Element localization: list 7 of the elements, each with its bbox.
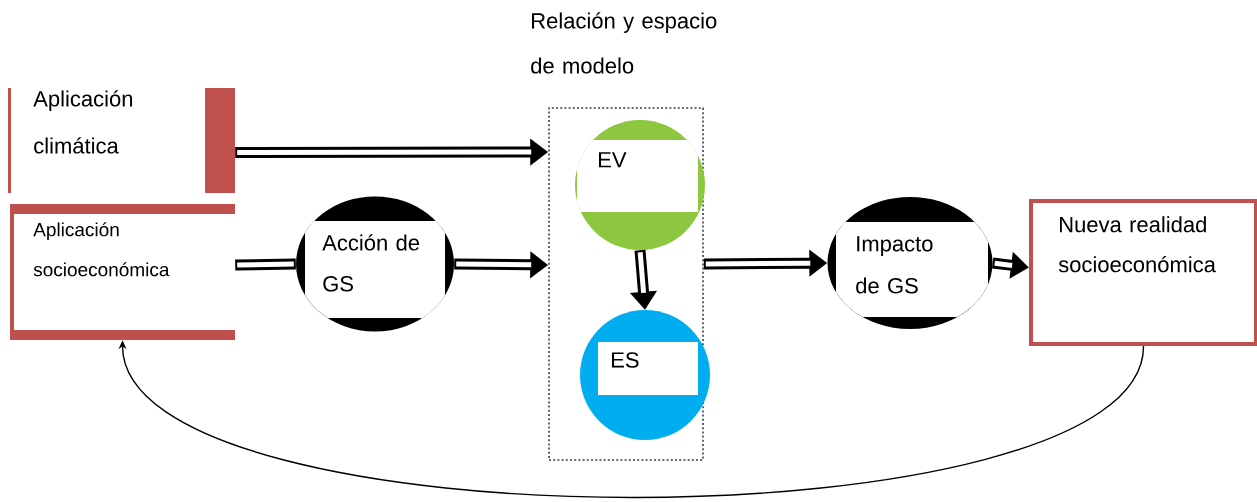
application-box: Aplicación climática (8, 88, 235, 193)
node-label: Aplicación climática (33, 90, 133, 154)
block-connector (235, 258, 296, 271)
node-label: Aplicación socioeconómica (33, 222, 170, 277)
outcome-box: Nueva realidad socioeconómica (1029, 199, 1257, 346)
application-box: Aplicación socioeconómica (10, 204, 235, 340)
node-label: Relación y espacio de modelo (531, 12, 717, 74)
